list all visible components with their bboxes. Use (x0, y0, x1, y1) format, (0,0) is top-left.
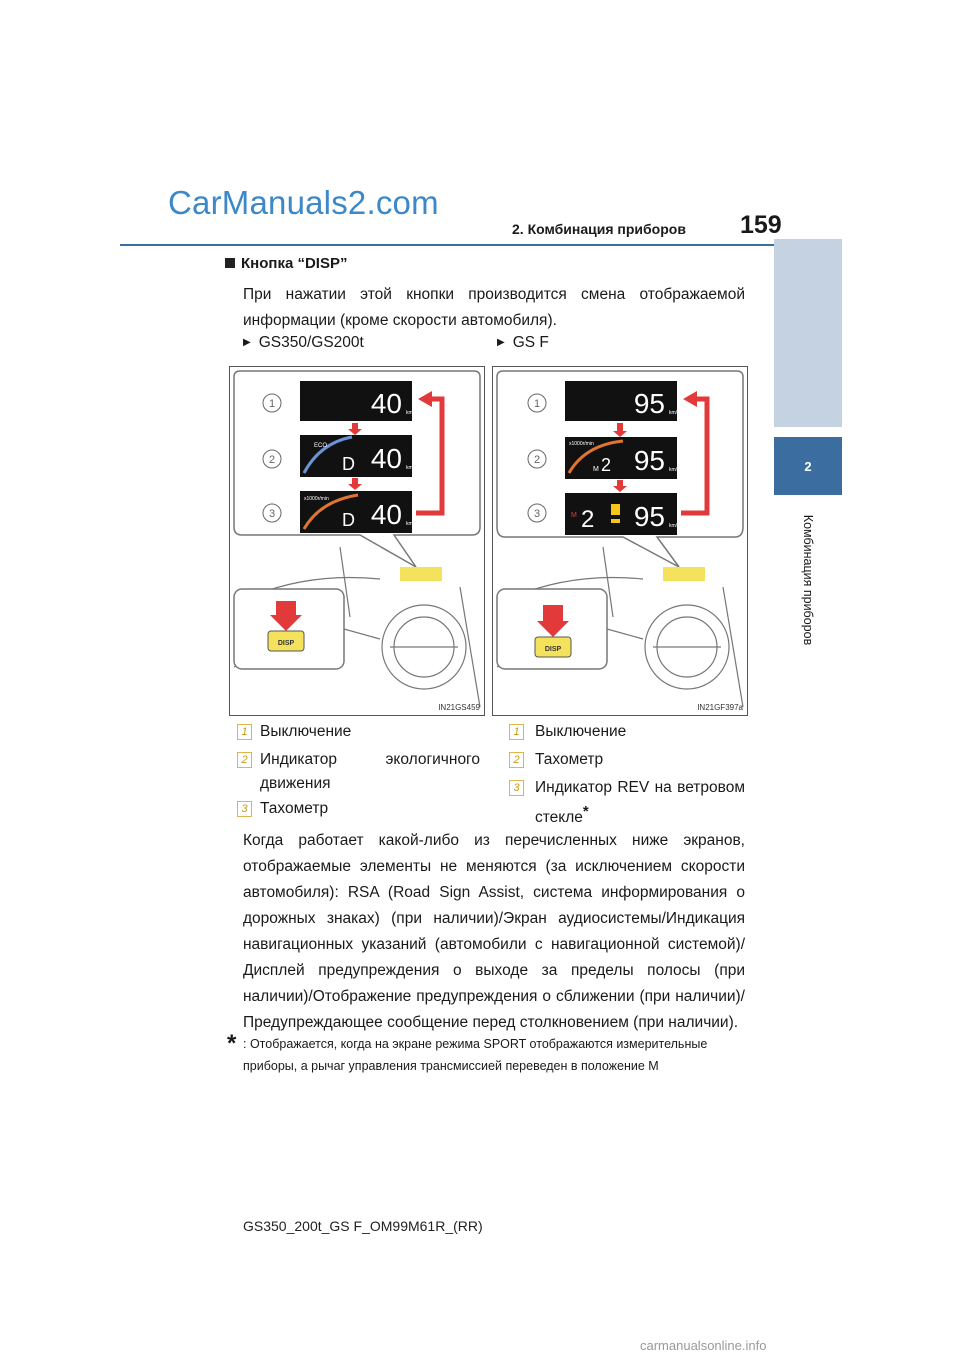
figure-left: 1 2 3 40 40 40 km/h km/h km/h ECO D D x100… (229, 366, 485, 716)
legend-right-star: * (582, 803, 589, 820)
disp-button-label-right: DISP (545, 646, 562, 653)
model-name-left: GS350/GS200t (258, 334, 364, 351)
bottom-watermark: carmanualsonline.info (640, 1338, 767, 1353)
legend-right-text-3-content: Индикатор REV на ветровом стекле (535, 779, 745, 827)
figure-code-right: IN21GF397a (697, 703, 743, 712)
tacho-scale: x1000r/min (304, 496, 329, 502)
eco-label: ECO (314, 443, 327, 449)
gear-indicator-3: D (342, 510, 355, 530)
gf-speed-value-1: 95 (634, 388, 665, 419)
figure-right: 1 2 3 95 95 95 km/h km/h km/h M 2 M 2 x100… (492, 366, 748, 716)
callout-circles (262, 393, 282, 523)
triangle-bullet-icon: ▶ (243, 337, 251, 348)
gf-gear-mode-2: M (593, 466, 599, 473)
square-bullet-icon (225, 258, 235, 268)
legend-right-num-1: 1 (509, 724, 524, 740)
figure-left-illustration: 1 2 3 40 40 40 km/h km/h km/h ECO D D x100… (233, 370, 481, 708)
gf-speed-unit-2: km/h (669, 467, 680, 473)
legend-left-text-3: Тахометр (260, 800, 329, 817)
svg-text:1: 1 (269, 398, 275, 410)
svg-text:2: 2 (269, 454, 275, 466)
model-label-right: ▶ GS F (497, 334, 549, 352)
side-tab-number[interactable]: 2 (774, 437, 842, 495)
gf-speed-value-3: 95 (634, 501, 665, 532)
legend-left-text-2: Индикатор экологичного движения (260, 748, 480, 796)
intro-paragraph: При нажатии этой кнопки производится сме… (243, 286, 745, 329)
section-heading-text: Кнопка “DISP” (241, 255, 348, 272)
svg-text:1: 1 (534, 398, 540, 410)
gf-speed-value-2: 95 (634, 445, 665, 476)
legend-right-text-3: Индикатор REV на ветровом стекле* (535, 776, 745, 830)
legend-right-text-1: Выключение (535, 723, 627, 740)
speed-value-1: 40 (371, 388, 402, 419)
model-name-right: GS F (512, 334, 549, 351)
triangle-bullet-icon: ▶ (497, 337, 505, 348)
speed-unit-2: km/h (406, 465, 417, 471)
legend-right-num-2: 2 (509, 752, 524, 768)
footnote-mark: * (227, 1030, 237, 1057)
body-paragraph: Когда работает какой-либо из перечисленн… (243, 832, 745, 1031)
legend-left-text-1: Выключение (260, 723, 352, 740)
svg-text:3: 3 (269, 508, 275, 520)
speed-unit-1: km/h (406, 410, 417, 416)
speed-unit-3: km/h (406, 521, 417, 527)
figure-code-left: IN21GS459 (438, 703, 480, 712)
section-heading: Кнопка “DISP” (225, 255, 347, 272)
legend-left-num-2: 2 (237, 752, 252, 768)
gf-speed-unit-1: km/h (669, 410, 680, 416)
legend-right-text-2: Тахометр (535, 751, 604, 768)
gf-tacho-scale: x1000r/min (569, 441, 594, 447)
speed-value-2: 40 (371, 443, 402, 474)
footnote-text: : Отображается, когда на экране режима S… (243, 1037, 708, 1073)
gf-gear-number-3: 2 (581, 506, 594, 533)
svg-text:3: 3 (534, 508, 540, 520)
figure-right-illustration: 1 2 3 95 95 95 km/h km/h km/h M 2 M 2 x100… (496, 370, 744, 708)
gf-gear-mode-3: M (571, 512, 577, 519)
side-tab-top (774, 239, 842, 427)
page-number: 159 (740, 211, 782, 239)
model-label-left: ▶ GS350/GS200t (243, 334, 364, 352)
gf-speed-unit-3: km/h (669, 523, 680, 529)
gear-indicator-2: D (342, 454, 355, 474)
header-section-title: 2. Комбинация приборов (512, 221, 686, 237)
legend-left-num-3: 3 (237, 801, 252, 817)
watermark-logo: CarManuals2.com (168, 184, 439, 221)
legend-left-text-2-content: Индикатор экологичного движения (260, 751, 480, 792)
legend-left-num-1: 1 (237, 724, 252, 740)
disp-button-label-left: DISP (278, 640, 295, 647)
side-tab-label: Комбинация приборов (774, 495, 842, 665)
legend-right-num-3: 3 (509, 780, 524, 796)
speed-value-3: 40 (371, 499, 402, 530)
header-rule (120, 244, 842, 246)
svg-text:2: 2 (534, 454, 540, 466)
gf-gear-number-2: 2 (601, 455, 611, 475)
side-tab-label-text: Комбинация приборов (801, 514, 815, 646)
footer-document-code: GS350_200t_GS F_OM99M61R_(RR) (243, 1218, 483, 1234)
